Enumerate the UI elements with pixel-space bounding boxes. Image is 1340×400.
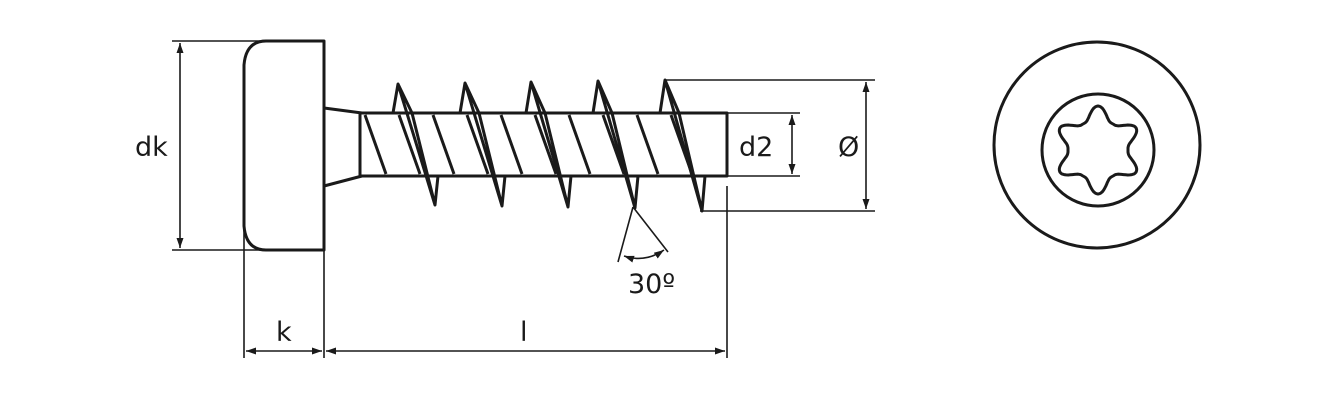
label-l: l — [520, 317, 528, 348]
dimension-k: k — [243, 226, 325, 358]
thread-root-line — [397, 114, 422, 175]
thread-crest — [391, 82, 440, 207]
label-k: k — [276, 317, 292, 348]
label-d2: d2 — [739, 132, 773, 163]
head-outline-circle — [992, 40, 1202, 250]
dimension-thread-angle: 30º — [617, 206, 675, 300]
screw-neck — [323, 106, 363, 188]
thread-crest — [458, 81, 507, 208]
screw-top-view — [992, 40, 1202, 250]
screw-head — [242, 39, 326, 252]
thread-crest — [591, 79, 640, 210]
thread-root-line — [635, 114, 660, 175]
drive-recess-circle — [1040, 92, 1156, 208]
label-dk: dk — [135, 132, 168, 163]
dimension-dk: dk — [135, 40, 262, 251]
thread-root-line — [567, 114, 592, 175]
screw-side-view — [242, 39, 729, 252]
thread-root-line — [499, 114, 524, 175]
thread-root-line — [363, 114, 388, 175]
torx-drive-icon — [1057, 104, 1139, 196]
screw-thread — [358, 78, 729, 213]
thread-root-line — [533, 114, 558, 175]
dimension-l: l — [326, 186, 728, 358]
dimension-d2: d2 — [727, 112, 800, 177]
thread-crest — [658, 78, 707, 213]
thread-root-line — [601, 114, 626, 175]
thread-crest — [524, 80, 573, 209]
thread-root-line — [431, 114, 456, 175]
label-thread-angle: 30º — [628, 269, 675, 300]
dimension-thread-diameter: Ø — [665, 79, 875, 212]
label-thread-diameter: Ø — [838, 132, 859, 163]
thread-root-line — [465, 114, 490, 175]
